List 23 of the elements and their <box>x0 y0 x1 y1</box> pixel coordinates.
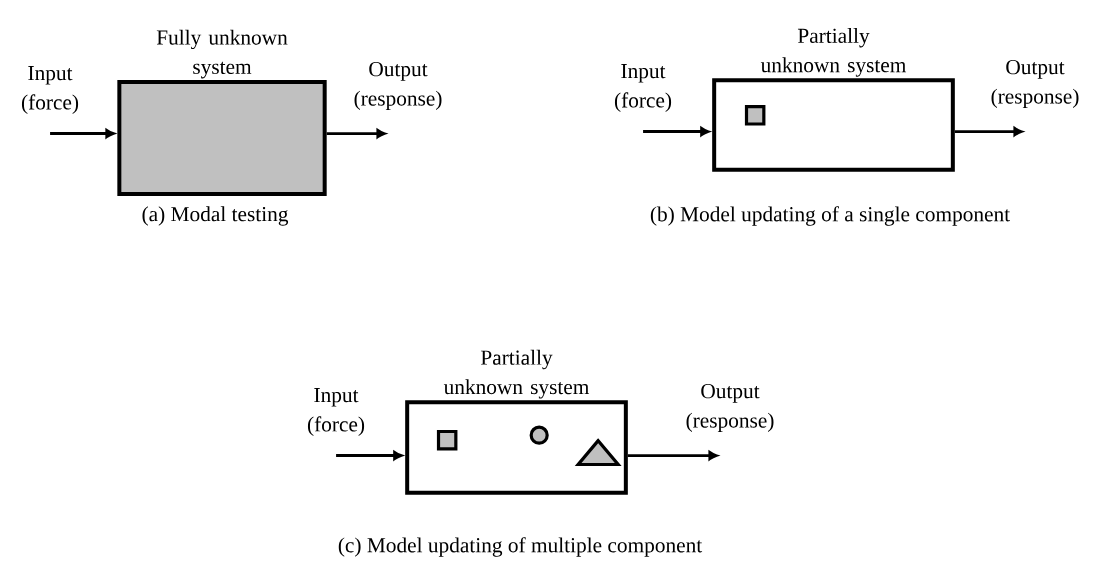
caption: (b) Model updating of a single component <box>650 206 1010 226</box>
caption: (c) Model updating of multiple component <box>338 537 703 557</box>
system-box: Fully unknown system <box>117 29 327 196</box>
node-label: Partially unknown system <box>443 349 590 399</box>
output-label: Output (response) <box>686 384 774 432</box>
arrow <box>336 450 403 461</box>
component-circle <box>529 425 549 445</box>
system-box: Partially unknown system <box>712 28 955 172</box>
output-label: Output (response) <box>991 60 1079 108</box>
input-label: Input (force) <box>614 64 672 112</box>
system-box: Partially unknown system <box>405 349 628 495</box>
arrow <box>627 450 718 461</box>
node-label: Fully unknown system <box>156 29 288 79</box>
node-label: Partially unknown system <box>760 27 907 77</box>
component-square <box>436 429 458 451</box>
output-label: Output (response) <box>354 62 442 110</box>
arrow <box>326 128 386 139</box>
component-square <box>744 105 766 126</box>
arrow <box>954 126 1023 137</box>
input-label: Input (force) <box>307 388 365 436</box>
arrow <box>643 126 710 137</box>
arrow <box>50 128 115 139</box>
input-label: Input (force) <box>21 66 79 114</box>
